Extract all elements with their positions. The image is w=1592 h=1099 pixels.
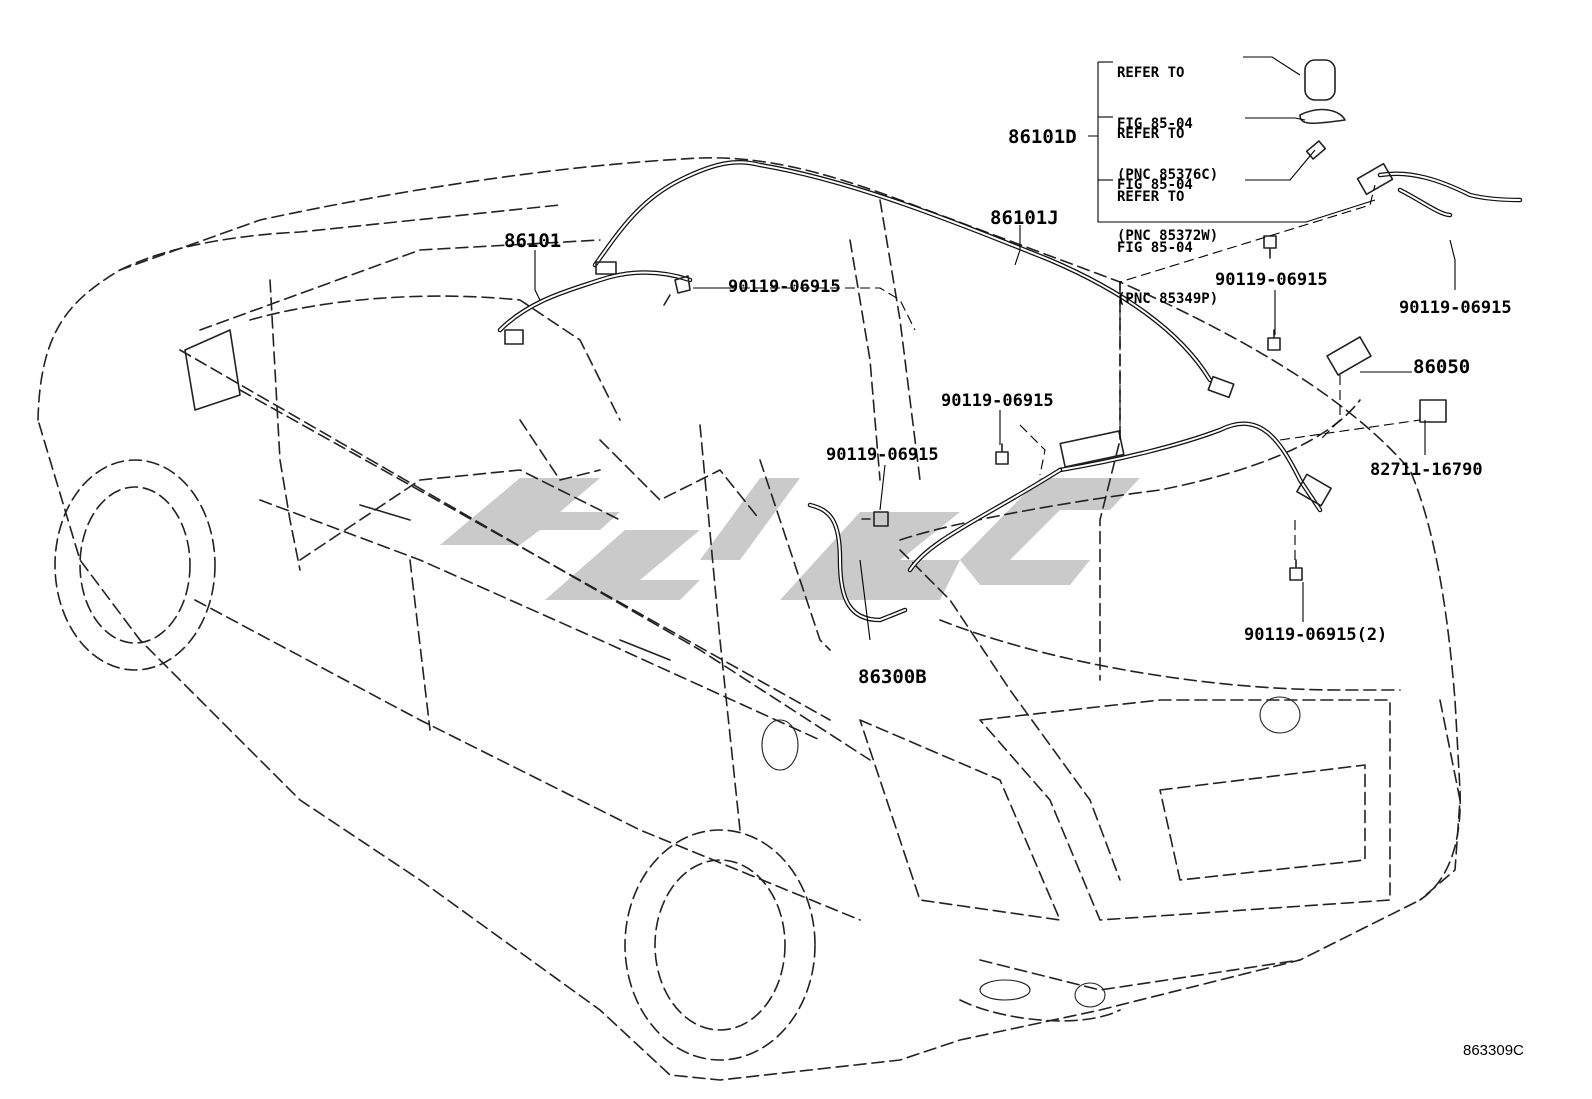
reference-block-3: REFER TO FIG 85-04 (PNC 85349P) [1117,155,1218,325]
reference-block-2: REFER TO FIG 85-04 (PNC 85372W) [1117,92,1218,262]
reference-1-line1: REFER TO [1117,65,1185,81]
watermark-logo [440,478,1140,600]
part-label-86050: 86050 [1413,356,1471,378]
reference-2-line1: REFER TO [1117,126,1185,142]
reference-3-line1: REFER TO [1117,189,1185,205]
part-label-86101D: 86101D [1008,126,1077,148]
part-label-86101: 86101 [504,230,562,252]
reference-1-line3: (PNC 85376C) [1117,167,1219,183]
reference-3-line3: (PNC 85349P) [1117,291,1219,307]
bolt-label-front: 90119-06915 [728,277,841,297]
bolt-label-86050: 90119-06915 [1399,298,1512,318]
connector-icon [504,59,1447,507]
part-label-86101J: 86101J [990,207,1059,229]
bolt-icon [663,235,1303,581]
part-label-86300B: 86300B [858,666,927,688]
bolt-label-center-lower: 90119-06915 [826,445,939,465]
bolt-label-center-upper: 90119-06915 [941,391,1054,411]
reference-2-line2: FIG 85-04 [1117,177,1193,193]
figure-number: 863309C [1463,1042,1524,1059]
reference-3-line2: FIG 85-04 [1117,240,1193,256]
car-outline-icon [37,157,1462,1081]
reference-2-line3: (PNC 85372W) [1117,228,1219,244]
wire-harness-icon [497,160,1523,623]
part-label-82711-16790: 82711-16790 [1370,460,1483,480]
bolt-label-upper-right: 90119-06915 [1215,270,1328,290]
leader-lines [534,56,1456,641]
bolt-label-rear-2: 90119-06915(2) [1244,625,1388,645]
reference-1-line2: FIG 85-04 [1117,116,1193,132]
reference-block-1: REFER TO FIG 85-04 (PNC 85376C) [1117,31,1218,201]
